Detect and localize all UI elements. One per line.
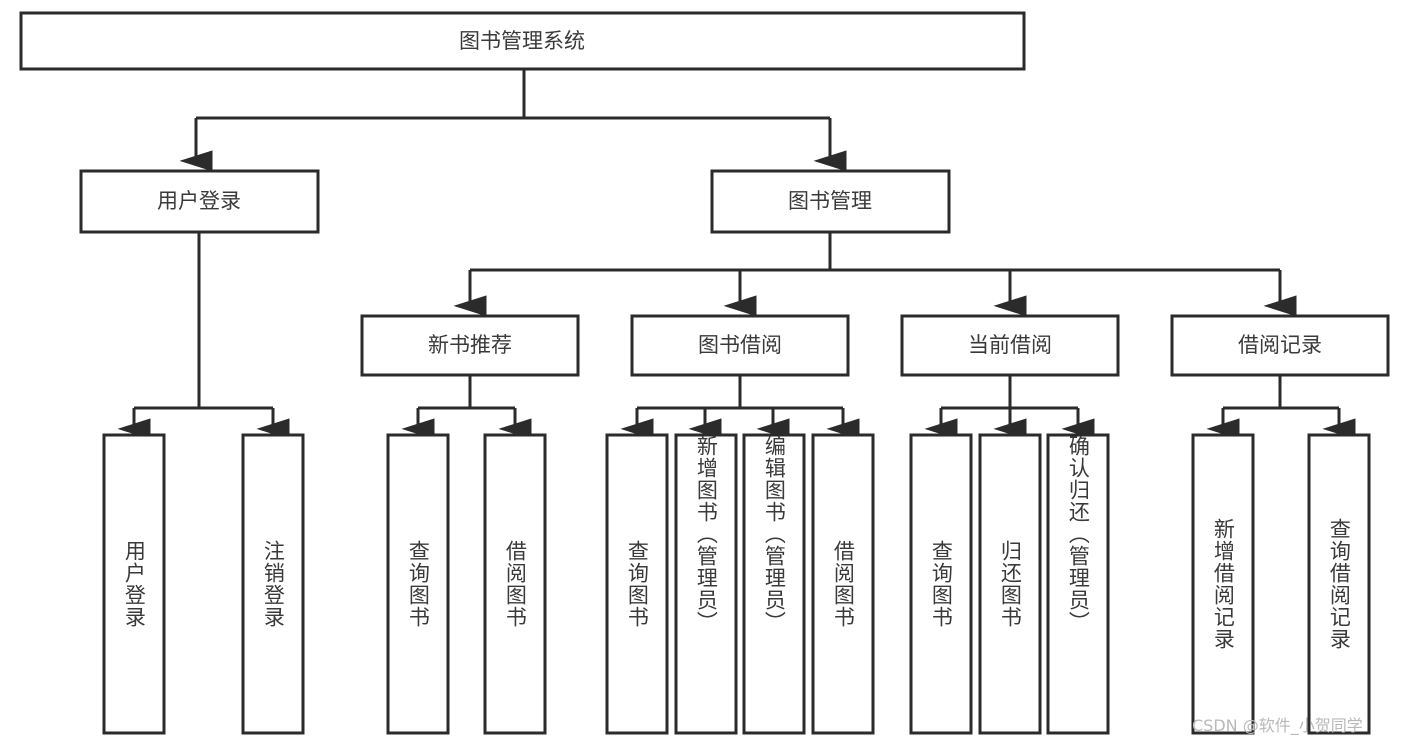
node-book-mgmt-label: 图书管理: [788, 189, 872, 213]
node-current-borrow-label: 当前借阅: [968, 333, 1052, 357]
node-root-box[interactable]: [19, 11, 1026, 71]
leaf-box-book-borrow-3[interactable]: [742, 433, 806, 735]
node-current-borrow-box[interactable]: [900, 314, 1120, 377]
leaf-box-borrow-record-2[interactable]: [1307, 433, 1371, 735]
node-new-book-recommend-box[interactable]: [360, 314, 580, 377]
leaf-box-book-borrow-4[interactable]: [811, 433, 875, 735]
node-user-login-label: 用户登录: [157, 189, 241, 213]
node-borrow-record-label: 借阅记录: [1238, 333, 1322, 357]
node-book-borrow-box[interactable]: [630, 314, 850, 377]
csdn-watermark: CSDN @软件_小贺同学: [1192, 716, 1363, 735]
leaf-box-user-login-2[interactable]: [241, 433, 305, 735]
leaf-box-book-borrow-2[interactable]: [674, 433, 738, 735]
leaf-box-current-borrow-2[interactable]: [978, 433, 1042, 735]
leaf-box-borrow-record-1[interactable]: [1191, 433, 1255, 735]
leaf-box-new-book-2[interactable]: [483, 433, 547, 735]
leaf-box-new-book-1[interactable]: [386, 433, 450, 735]
node-borrow-record-box[interactable]: [1170, 314, 1390, 377]
node-new-book-recommend-label: 新书推荐: [428, 333, 512, 357]
node-book-borrow-label: 图书借阅: [698, 333, 782, 357]
leaf-box-user-login-1[interactable]: [102, 433, 166, 735]
node-root-label: 图书管理系统: [459, 29, 585, 53]
leaf-box-current-borrow-1[interactable]: [909, 433, 973, 735]
leaf-box-current-borrow-3[interactable]: [1046, 433, 1110, 735]
node-book-mgmt-box[interactable]: [710, 169, 951, 234]
leaf-box-book-borrow-1[interactable]: [605, 433, 669, 735]
